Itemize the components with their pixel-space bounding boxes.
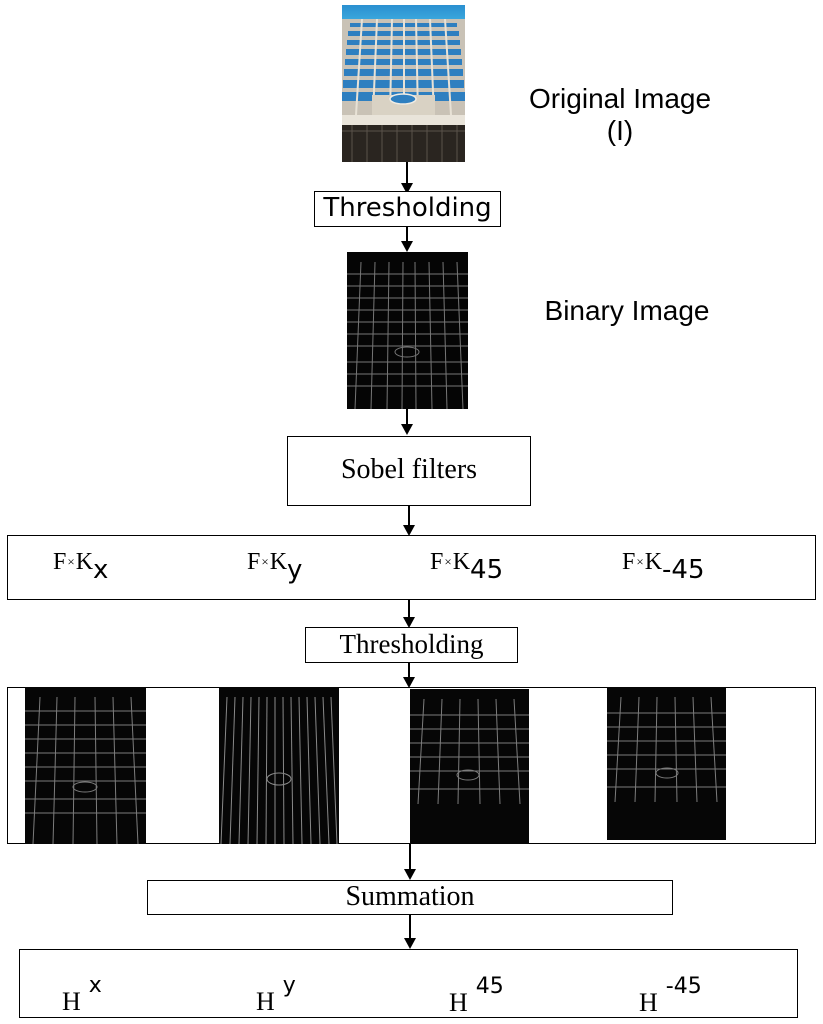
- original-image: [342, 5, 465, 162]
- edge-map-x: [25, 687, 146, 844]
- histogram-hy: Hy: [256, 973, 296, 1016]
- histogram-h-45: H-45: [639, 974, 702, 1017]
- sobel-filters-box: Sobel filters: [287, 436, 531, 506]
- original-image-label: Original Image (I): [520, 83, 720, 147]
- binary-image: [347, 252, 468, 409]
- original-image-title: Original Image: [528, 83, 712, 114]
- sobel-filters-label: Sobel filters: [340, 454, 478, 485]
- histograms-box: [19, 949, 798, 1018]
- thresholding-box-2: Thresholding: [305, 627, 518, 663]
- filter-ky: F×Ky: [247, 549, 303, 585]
- histogram-hx: Hx: [62, 973, 102, 1016]
- thresholding-label-2: Thresholding: [339, 629, 484, 659]
- edge-map-y: [219, 687, 339, 844]
- original-image-symbol: (I): [606, 115, 634, 146]
- filter-k45: F×K45: [430, 549, 504, 585]
- binary-image-label: Binary Image: [544, 295, 710, 326]
- filter-responses-box: [7, 535, 816, 600]
- filter-k-45: F×K-45: [622, 549, 705, 585]
- summation-box: Summation: [147, 880, 673, 915]
- filter-kx: F×Kx: [53, 549, 109, 585]
- summation-label: Summation: [345, 881, 475, 912]
- histogram-h45: H45: [449, 974, 504, 1017]
- edge-map-45: [410, 689, 529, 844]
- edge-map-neg45: [607, 687, 726, 840]
- thresholding-box-1: Thresholding: [314, 191, 501, 227]
- thresholding-label-1: Thresholding: [323, 193, 492, 223]
